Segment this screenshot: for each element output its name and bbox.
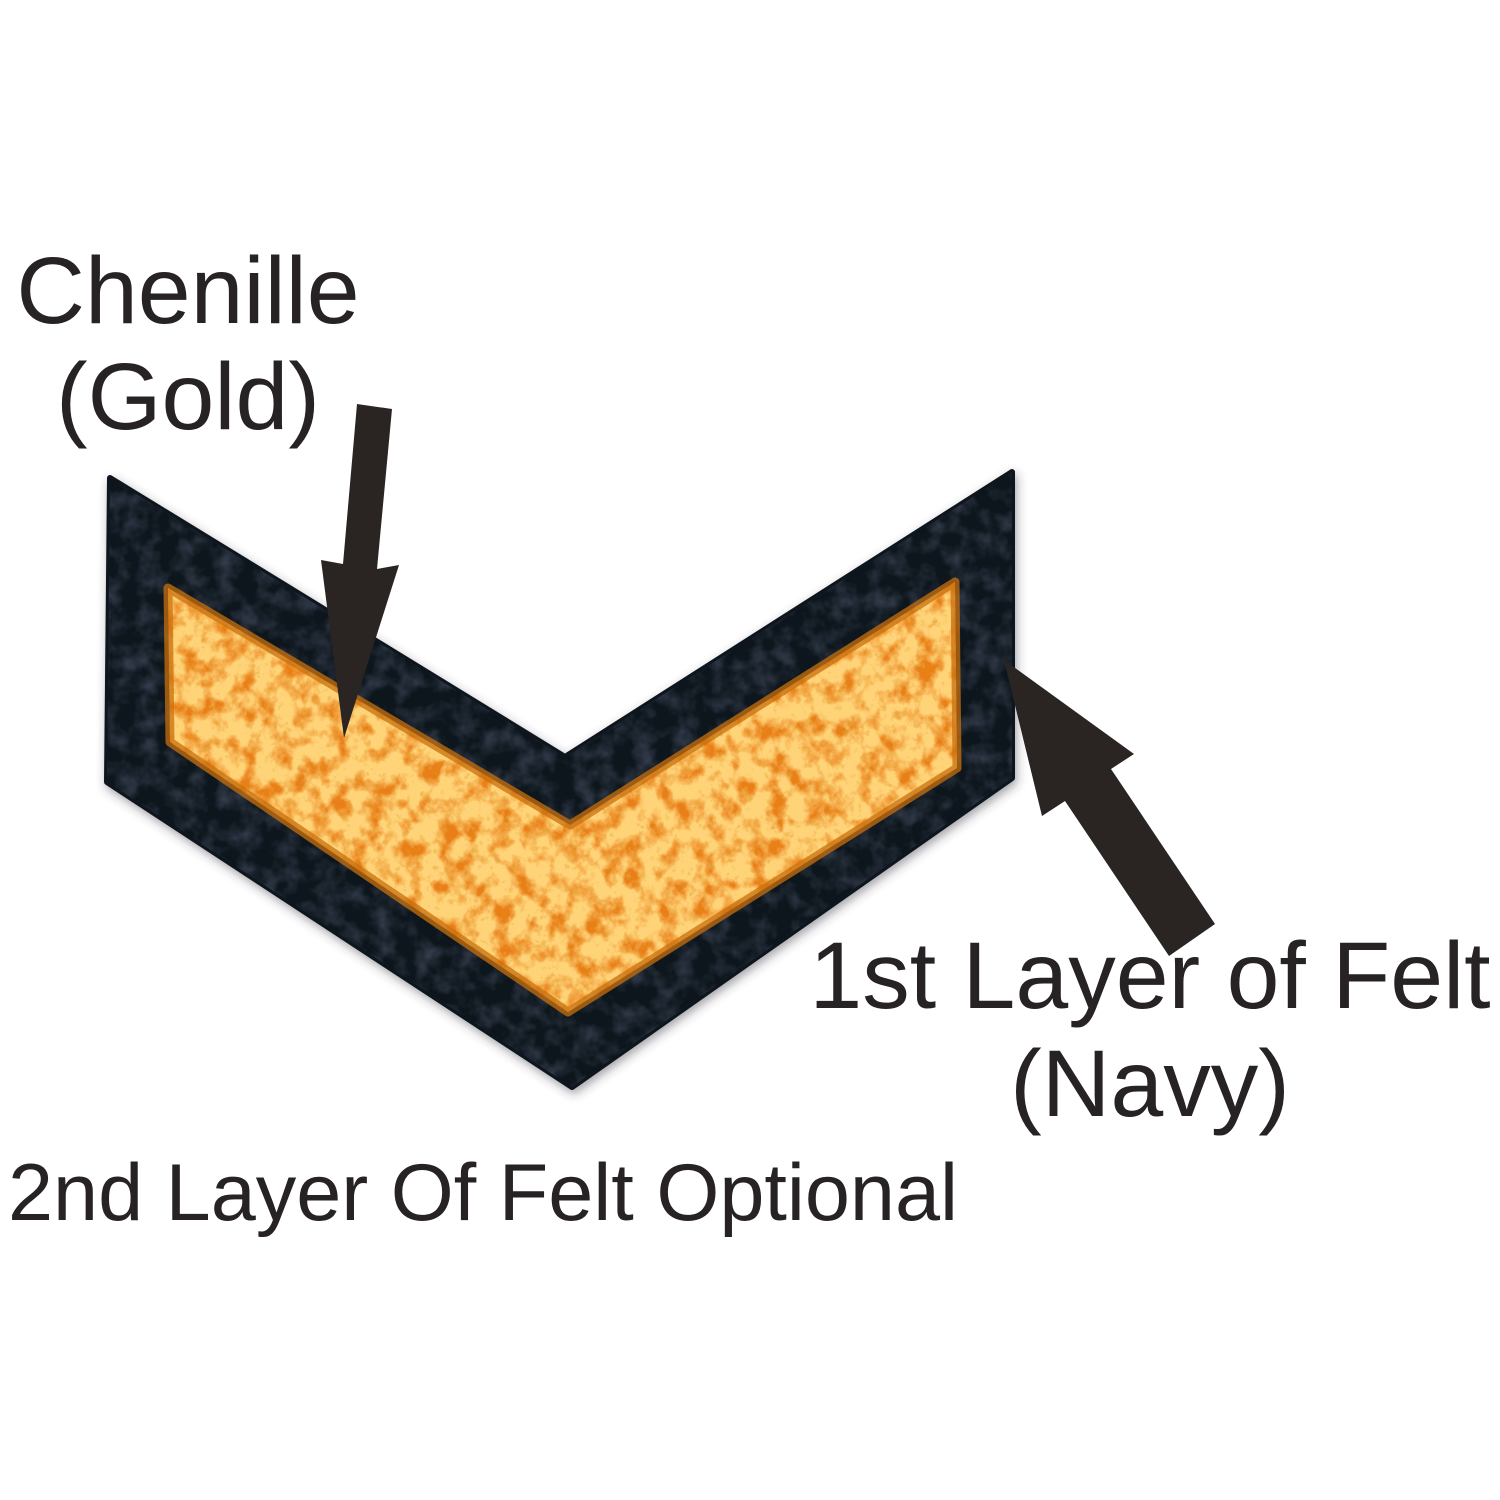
chenille-label-line2: (Gold) bbox=[56, 344, 320, 450]
first-felt-label-line2: (Navy) bbox=[1010, 1031, 1290, 1137]
first-felt-label-line1: 1st Layer of Felt bbox=[809, 923, 1491, 1029]
second-felt-label: 2nd Layer Of Felt Optional bbox=[8, 1148, 958, 1239]
first-felt-label: 1st Layer of Felt (Navy) bbox=[805, 922, 1495, 1138]
arrow-down-icon bbox=[321, 404, 399, 738]
chenille-label-line1: Chenille bbox=[16, 238, 360, 344]
second-felt-label-text: 2nd Layer Of Felt Optional bbox=[8, 1148, 959, 1238]
arrow-up-left-icon bbox=[1004, 660, 1215, 956]
chenille-label: Chenille (Gold) bbox=[0, 238, 376, 450]
